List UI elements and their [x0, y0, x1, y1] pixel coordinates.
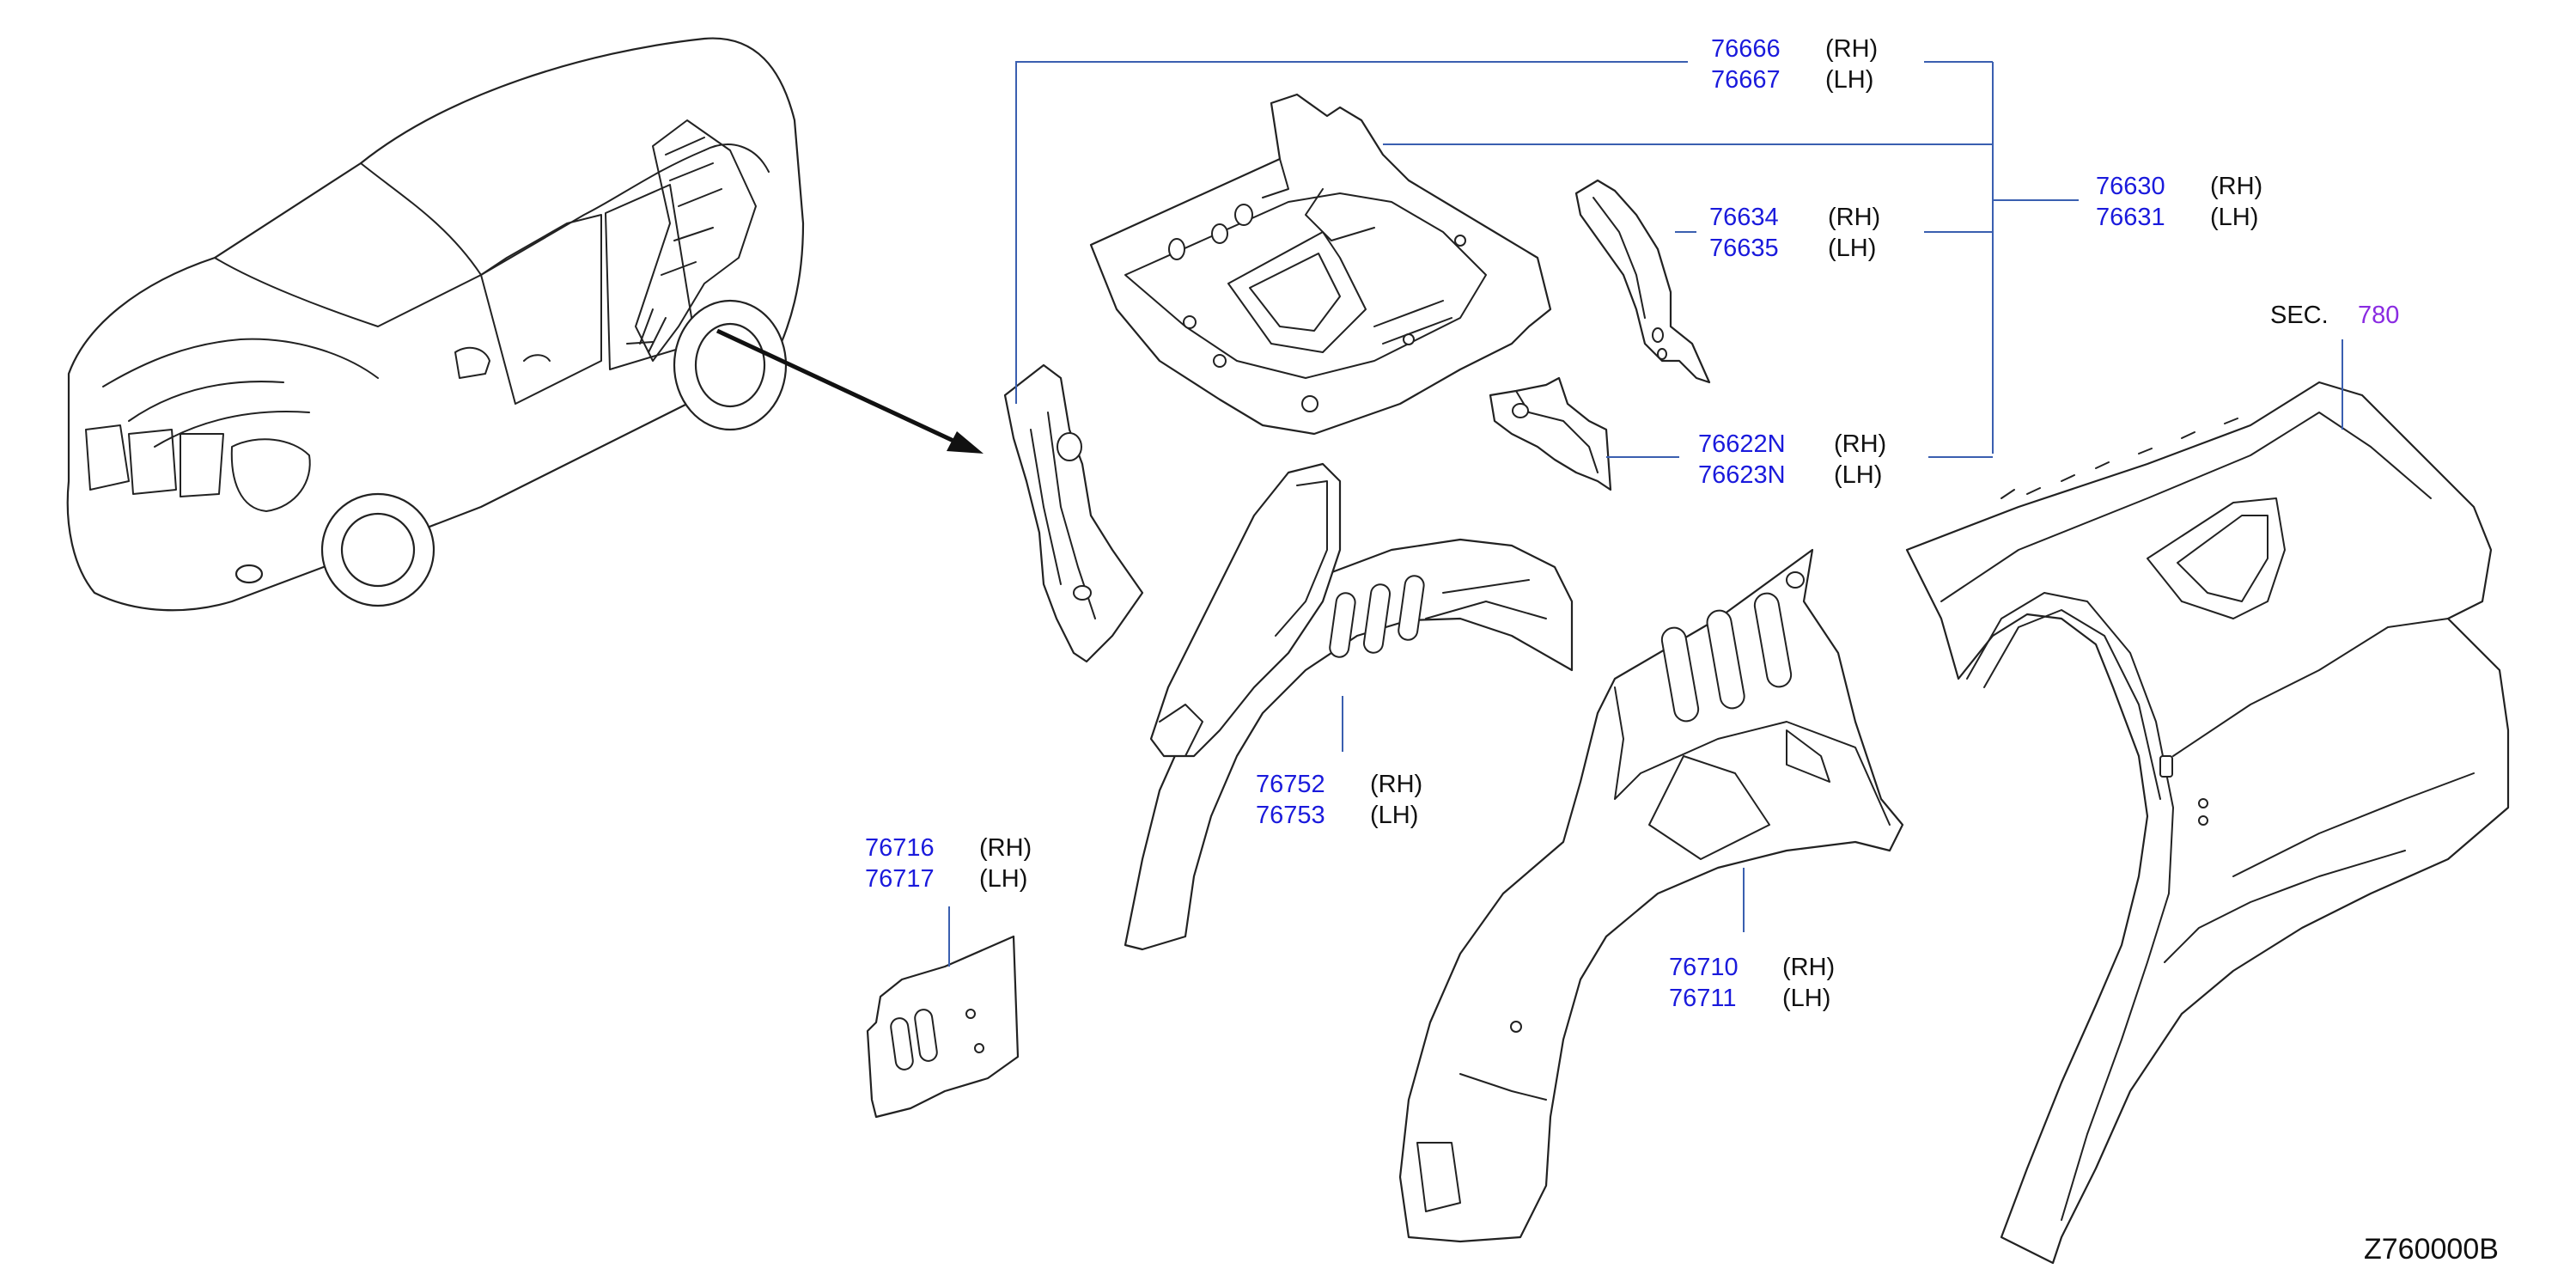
section-ref-prefix: SEC. [2270, 302, 2329, 329]
label-76635-side: (LH) [1828, 235, 1876, 262]
label-76631-side: (LH) [2210, 204, 2258, 231]
part-76666 [1003, 363, 1144, 663]
label-76717-number[interactable]: 76717 [865, 865, 935, 893]
label-76623N-number[interactable]: 76623N [1698, 461, 1786, 489]
leader-lines [948, 61, 2343, 967]
part-sec-780 [1905, 381, 2510, 1265]
section-ref-number[interactable]: 780 [2358, 302, 2399, 329]
label-76716-number[interactable]: 76716 [865, 834, 935, 862]
part-76634 [1574, 179, 1711, 384]
label-76752-number[interactable]: 76752 [1256, 771, 1325, 798]
label-76753-side: (LH) [1370, 802, 1418, 829]
label-76634-side: (RH) [1828, 204, 1880, 231]
part-76752 [1124, 462, 1574, 951]
label-76753-number[interactable]: 76753 [1256, 802, 1325, 829]
label-76716-side: (RH) [979, 834, 1032, 862]
part-76716 [866, 935, 1020, 1119]
label-76630-number[interactable]: 76630 [2096, 173, 2165, 200]
label-76711-number[interactable]: 76711 [1669, 985, 1737, 1012]
part-76622N [1489, 376, 1612, 491]
label-76623N-side: (LH) [1834, 461, 1882, 489]
vehicle-overview-icon [66, 37, 805, 612]
label-76667-number[interactable]: 76667 [1711, 66, 1781, 94]
label-76666-side: (RH) [1825, 35, 1878, 63]
label-76631-number[interactable]: 76631 [2096, 204, 2165, 231]
label-76622N-number[interactable]: 76622N [1698, 430, 1786, 458]
label-76667-side: (LH) [1825, 66, 1873, 94]
label-76635-number[interactable]: 76635 [1709, 235, 1779, 262]
label-76630-side: (RH) [2210, 173, 2262, 200]
location-arrow-icon [716, 328, 984, 454]
label-76752-side: (RH) [1370, 771, 1422, 798]
part-76710 [1398, 548, 1904, 1243]
part-76630 [1089, 93, 1552, 436]
label-76717-side: (LH) [979, 865, 1027, 893]
label-76710-number[interactable]: 76710 [1669, 954, 1739, 981]
label-76710-side: (RH) [1782, 954, 1835, 981]
label-76634-number[interactable]: 76634 [1709, 204, 1779, 231]
part-labels: 76666 (RH) 76667 (LH) 76630 (RH) 76631 (… [865, 35, 2499, 1266]
label-76711-side: (LH) [1782, 985, 1830, 1012]
diagram-code: Z760000B [2364, 1233, 2499, 1266]
label-76622N-side: (RH) [1834, 430, 1886, 458]
label-76666-number[interactable]: 76666 [1711, 35, 1781, 63]
